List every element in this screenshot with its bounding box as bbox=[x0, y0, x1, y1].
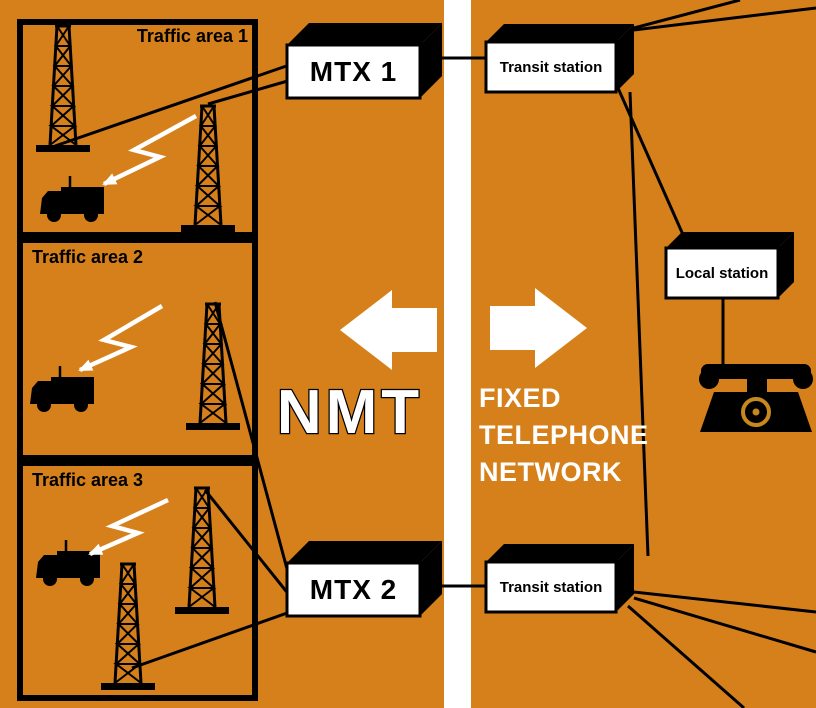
connection-line bbox=[633, 0, 741, 30]
connection-line bbox=[616, 87, 690, 247]
phone-dial bbox=[741, 397, 771, 427]
connection-line bbox=[628, 91, 650, 557]
local-station-box bbox=[664, 232, 794, 300]
zigzag-arrow-icon bbox=[102, 114, 198, 187]
traffic-area-1-border bbox=[17, 19, 258, 238]
traffic-area-2-border bbox=[17, 237, 258, 461]
local-station-label: Local station bbox=[675, 264, 769, 282]
mtx1-label: MTX 1 bbox=[309, 55, 398, 87]
block-arrow-right-icon bbox=[490, 288, 587, 368]
transit-station-bottom-box bbox=[484, 544, 634, 614]
box-front-face bbox=[285, 561, 422, 618]
nmt-wordmark: NMT bbox=[277, 378, 423, 447]
connection-line bbox=[54, 60, 299, 148]
connection-line bbox=[213, 301, 292, 581]
mtx2-label: MTX 2 bbox=[309, 573, 398, 605]
connection-line bbox=[633, 6, 816, 32]
box-top-face bbox=[287, 541, 442, 563]
mtx2-box bbox=[285, 541, 442, 618]
traffic-area-2-label: Traffic area 2 bbox=[32, 247, 144, 267]
box-front-face bbox=[484, 560, 618, 614]
lattice-mast-icon bbox=[179, 104, 237, 234]
traffic-area-1-label: Traffic area 1 bbox=[136, 26, 248, 46]
traffic-area-3-border bbox=[17, 460, 258, 701]
truck-icon bbox=[28, 364, 96, 414]
fixed-label-line-1: FIXED bbox=[479, 383, 562, 413]
phone-cradle bbox=[747, 376, 767, 392]
connection-lines bbox=[54, 0, 816, 708]
connection-line bbox=[203, 489, 292, 597]
fixed-label-line-3: NETWORK bbox=[479, 457, 622, 487]
truck-icon bbox=[38, 174, 106, 224]
box-top-face bbox=[287, 23, 442, 45]
traffic-area-3-label: Traffic area 3 bbox=[32, 470, 144, 490]
lattice-mast-icon bbox=[99, 562, 157, 692]
connection-line bbox=[633, 590, 816, 614]
box-side-face bbox=[420, 23, 442, 98]
box-side-face bbox=[616, 544, 634, 612]
connection-line bbox=[207, 76, 299, 106]
fixed-telephone-network-label: FIXED TELEPHONE NETWORK bbox=[479, 380, 649, 491]
zigzag-arrow-icon bbox=[88, 497, 169, 557]
lattice-mast-icon bbox=[34, 24, 92, 154]
transit-station-top-label: Transit station bbox=[499, 58, 603, 76]
zigzag-arrow-icon bbox=[78, 304, 164, 373]
phone-handset bbox=[701, 364, 811, 379]
truck-icon bbox=[34, 538, 102, 588]
phone-handset-ear bbox=[699, 369, 719, 389]
box-front-face bbox=[285, 43, 422, 100]
connection-line bbox=[627, 604, 745, 708]
fixed-label-line-2: TELEPHONE bbox=[479, 420, 649, 450]
network-divider bbox=[444, 0, 471, 708]
box-top-face bbox=[486, 544, 634, 562]
box-top-face bbox=[666, 232, 794, 248]
connection-line bbox=[131, 610, 291, 670]
box-side-face bbox=[778, 232, 794, 298]
phone-handset-mouth bbox=[793, 369, 813, 389]
box-front-face bbox=[664, 246, 780, 300]
phone-dial-center bbox=[752, 408, 760, 416]
transit-station-top-box bbox=[484, 24, 634, 94]
mtx1-box bbox=[285, 23, 442, 100]
transit-station-bottom-label: Transit station bbox=[499, 578, 603, 596]
connection-line bbox=[633, 596, 816, 654]
box-side-face bbox=[616, 24, 634, 92]
block-arrow-left-icon bbox=[340, 290, 437, 370]
box-side-face bbox=[420, 541, 442, 616]
rotary-phone-icon bbox=[699, 364, 813, 432]
lattice-mast-icon bbox=[173, 486, 231, 616]
box-front-face bbox=[484, 40, 618, 94]
box-top-face bbox=[486, 24, 634, 42]
